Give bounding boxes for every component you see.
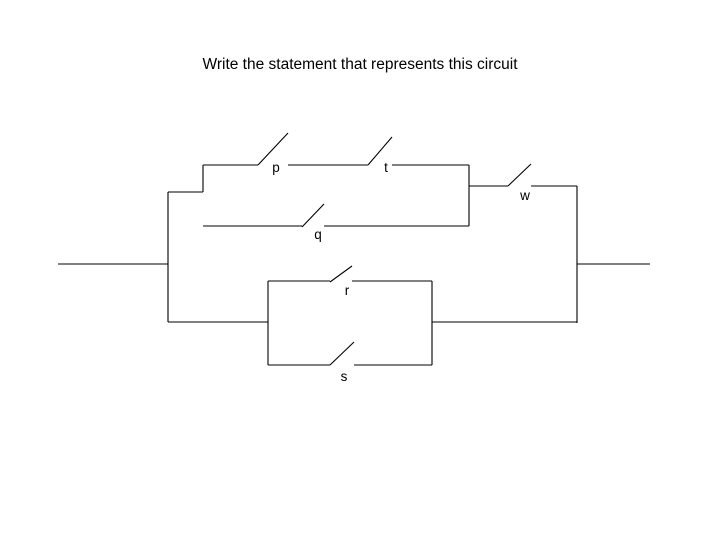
switch-label-r: r — [345, 283, 350, 298]
switch-label-q: q — [314, 227, 322, 242]
switch-s-arm-icon — [329, 341, 355, 366]
circuit-wires — [58, 164, 650, 366]
page-title: Write the statement that represents this… — [202, 56, 518, 73]
switch-label-p: p — [272, 160, 280, 175]
switch-q-arm-icon — [301, 203, 325, 228]
switch-p-arm-icon — [257, 132, 289, 166]
switch-r-arm-icon — [329, 265, 353, 283]
switch-t-arm-icon — [367, 136, 393, 166]
switch-label-w: w — [519, 188, 530, 203]
switch-label-s: s — [341, 369, 348, 384]
switch-w-arm-icon — [507, 163, 532, 187]
circuit-switch-labels: p t q w r s — [272, 160, 530, 384]
switch-label-t: t — [384, 160, 388, 175]
circuit-switch-arms — [257, 132, 532, 366]
